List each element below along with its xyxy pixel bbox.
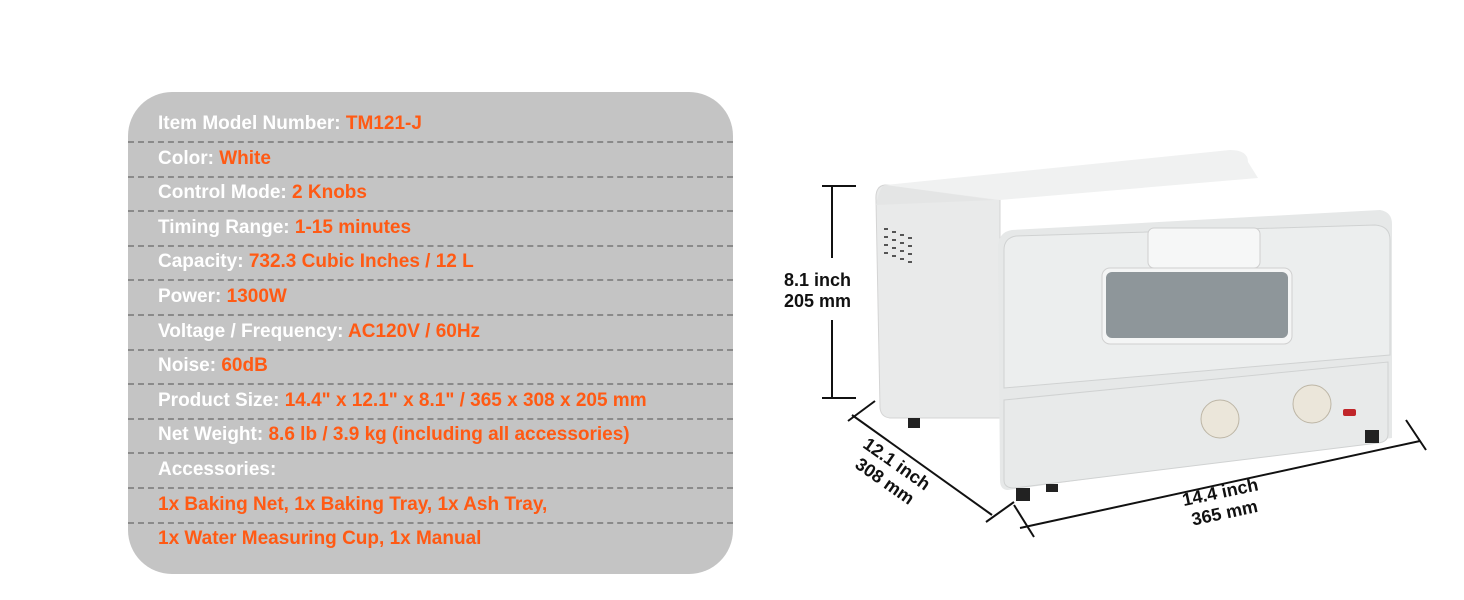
spec-label: Capacity: bbox=[158, 251, 249, 273]
spec-row: Color: White bbox=[158, 142, 271, 177]
timer-knob bbox=[1292, 384, 1332, 424]
spec-value: TM121-J bbox=[345, 113, 422, 134]
spec-row: Voltage / Frequency: AC120V / 60Hz bbox=[158, 315, 480, 350]
row-divider bbox=[128, 452, 733, 455]
row-divider bbox=[128, 279, 733, 282]
height-inch: 8.1 inch bbox=[784, 270, 852, 290]
function-knob bbox=[1200, 399, 1240, 439]
dimension-lines bbox=[822, 185, 1427, 538]
spec-value: 1-15 minutes bbox=[294, 216, 412, 238]
spec-row: 1x Baking Net, 1x Baking Tray, 1x Ash Tr… bbox=[158, 488, 547, 523]
spec-label: Power: bbox=[158, 286, 227, 307]
spec-label: Item Model Number: bbox=[158, 113, 346, 134]
spec-label: Product Size: bbox=[158, 389, 285, 411]
row-divider bbox=[128, 383, 733, 386]
row-divider bbox=[128, 175, 733, 178]
power-indicator bbox=[1343, 409, 1356, 416]
spec-value: 8.6 lb / 3.9 kg (including all accessori… bbox=[268, 424, 630, 446]
height-mm: 205 mm bbox=[784, 291, 852, 311]
spec-row: Item Model Number: TM121-J bbox=[158, 107, 422, 142]
spec-row: Noise: 60dB bbox=[158, 349, 268, 384]
row-divider bbox=[128, 348, 733, 351]
spec-value: AC120V / 60Hz bbox=[348, 320, 481, 342]
spec-value: 14.4" x 12.1" x 8.1" / 365 x 308 x 205 m… bbox=[284, 389, 647, 411]
row-divider bbox=[128, 521, 733, 524]
spec-value: 60dB bbox=[221, 355, 268, 377]
side-vents bbox=[884, 228, 912, 263]
spec-label: Timing Range: bbox=[158, 216, 295, 238]
spec-value: 1300W bbox=[226, 286, 287, 307]
row-divider bbox=[128, 314, 733, 316]
spec-row: Product Size: 14.4" x 12.1" x 8.1" / 365… bbox=[158, 384, 647, 419]
row-divider bbox=[128, 210, 733, 213]
spec-value: 2 Knobs bbox=[292, 182, 367, 204]
row-divider bbox=[128, 141, 733, 143]
spec-value: 732.3 Cubic Inches / 12 L bbox=[248, 251, 474, 273]
row-divider bbox=[128, 244, 733, 247]
spec-row: 1x Water Measuring Cup, 1x Manual bbox=[158, 522, 481, 557]
spec-label: Control Mode: bbox=[158, 182, 293, 204]
spec-row: Timing Range: 1-15 minutes bbox=[158, 211, 411, 246]
spec-row: Control Mode: 2 Knobs bbox=[158, 176, 367, 211]
spec-label: Accessories: bbox=[158, 459, 277, 480]
row-divider bbox=[128, 417, 733, 420]
height-dimension: 8.1 inch 205 mm bbox=[784, 270, 851, 312]
spec-row: Power: 1300W bbox=[158, 280, 287, 315]
spec-label: Net Weight: bbox=[158, 424, 269, 446]
spec-row: Net Weight: 8.6 lb / 3.9 kg (including a… bbox=[158, 418, 630, 453]
oven-window bbox=[1106, 272, 1288, 338]
spec-label: Color: bbox=[158, 147, 220, 169]
spec-row: Accessories: bbox=[158, 453, 276, 488]
spec-value: White bbox=[219, 147, 271, 169]
spec-row: Capacity: 732.3 Cubic Inches / 12 L bbox=[158, 245, 474, 280]
spec-value: 1x Baking Net, 1x Baking Tray, 1x Ash Tr… bbox=[158, 493, 548, 515]
spec-value: 1x Water Measuring Cup, 1x Manual bbox=[158, 528, 482, 550]
row-divider bbox=[128, 487, 733, 489]
spec-label: Noise: bbox=[158, 355, 222, 377]
door-handle bbox=[1147, 227, 1261, 269]
spec-label: Voltage / Frequency: bbox=[158, 320, 349, 342]
